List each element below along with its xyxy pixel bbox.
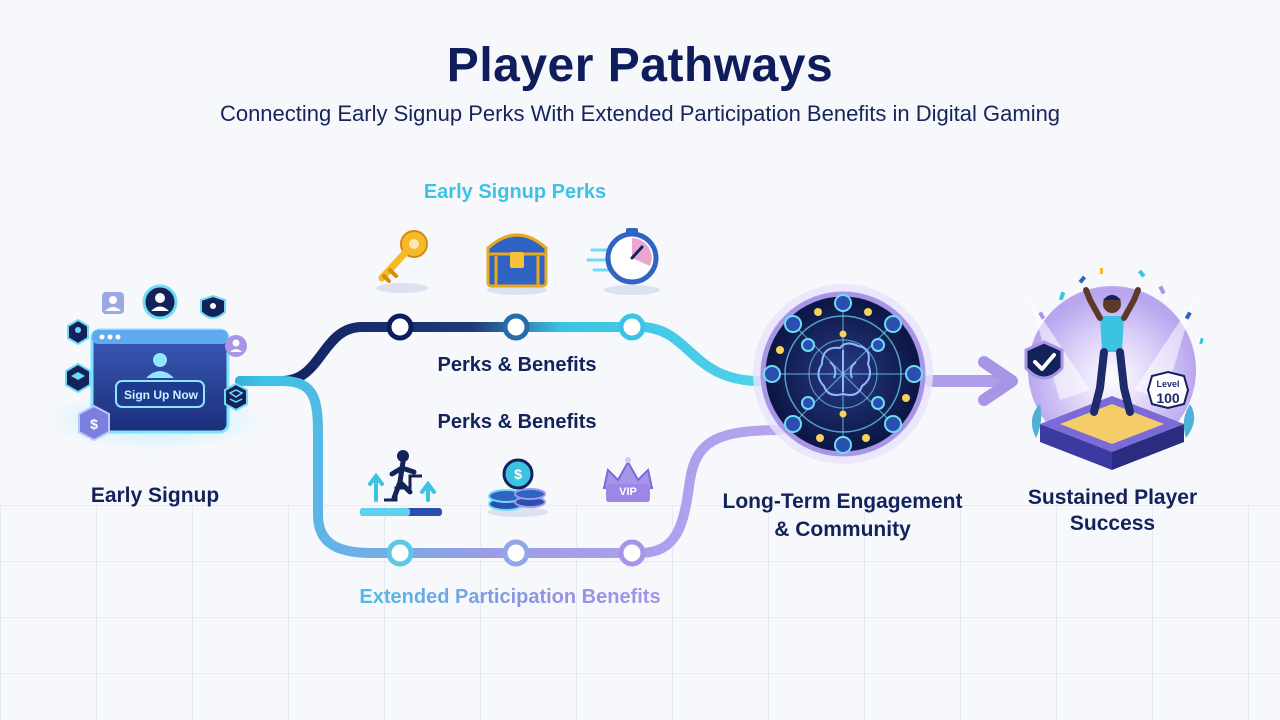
- lower-path-caption: Perks & Benefits: [437, 411, 597, 433]
- dollar-shield-icon: [78, 404, 110, 442]
- sign-up-button-label[interactable]: Sign Up Now: [124, 388, 198, 402]
- key-icon: [376, 230, 428, 293]
- path-node: [618, 313, 646, 341]
- stopwatch-icon: [586, 228, 660, 295]
- path-node: [502, 539, 530, 567]
- level-badge-icon: [1146, 370, 1190, 410]
- user-icon: [102, 292, 124, 314]
- arrow-to-success-icon: [924, 356, 1018, 406]
- stack-icon: [224, 382, 248, 412]
- brain-icon: [817, 342, 871, 396]
- shield-user-icon: [200, 294, 226, 319]
- upper-path-caption: Perks & Benefits: [437, 354, 597, 376]
- path-node: [502, 313, 530, 341]
- success-scene: [1024, 268, 1204, 470]
- hub-user-nodes: [763, 294, 923, 454]
- lower-path-nodes: [386, 539, 646, 567]
- community-hub: [753, 284, 933, 464]
- grid-floor: [0, 505, 1280, 720]
- path-node: [386, 313, 414, 341]
- upper-path-nodes: [386, 313, 646, 341]
- climbing-player-icon: [360, 450, 442, 516]
- leaves-icon: [1031, 404, 1195, 438]
- signup-card-cluster: $: [45, 284, 265, 450]
- path-node: [386, 539, 414, 567]
- svg-text:$: $: [90, 416, 98, 432]
- profile-icon: [142, 284, 178, 320]
- coin-stack-icon: [488, 458, 548, 517]
- early-signup-perks-title: Early Signup Perks: [423, 181, 607, 203]
- hub-glow-nodes: [776, 308, 910, 442]
- vip-crown-icon: [602, 457, 654, 502]
- sign-up-button: [115, 380, 205, 408]
- celebrating-player-icon: [1083, 287, 1141, 416]
- treasure-chest-icon: [486, 233, 548, 295]
- vip-crown-label: VIP: [619, 486, 637, 498]
- page-title: Player Pathways: [446, 39, 834, 92]
- svg-text:$: $: [514, 466, 522, 482]
- page-subtitle: Connecting Early Signup Perks With Exten…: [219, 101, 1061, 126]
- user-avatar-icon: [146, 353, 174, 378]
- success-label: Sustained Player Success: [1027, 486, 1198, 535]
- engagement-label: Long-Term Engagement & Community: [722, 490, 963, 541]
- avatar-icon: [225, 335, 247, 357]
- layers-icon: [65, 362, 91, 394]
- level-badge-label: Level: [1156, 379, 1180, 389]
- level-badge-value: 100: [1156, 390, 1180, 406]
- hexagon-user-icon: [67, 318, 89, 346]
- extended-participation-title: Extended Participation Benefits: [320, 586, 700, 609]
- early-signup-label: Early Signup: [90, 484, 220, 507]
- path-node: [618, 539, 646, 567]
- confetti-icon: [1038, 268, 1204, 345]
- checkmark-shield-icon: [1024, 340, 1064, 380]
